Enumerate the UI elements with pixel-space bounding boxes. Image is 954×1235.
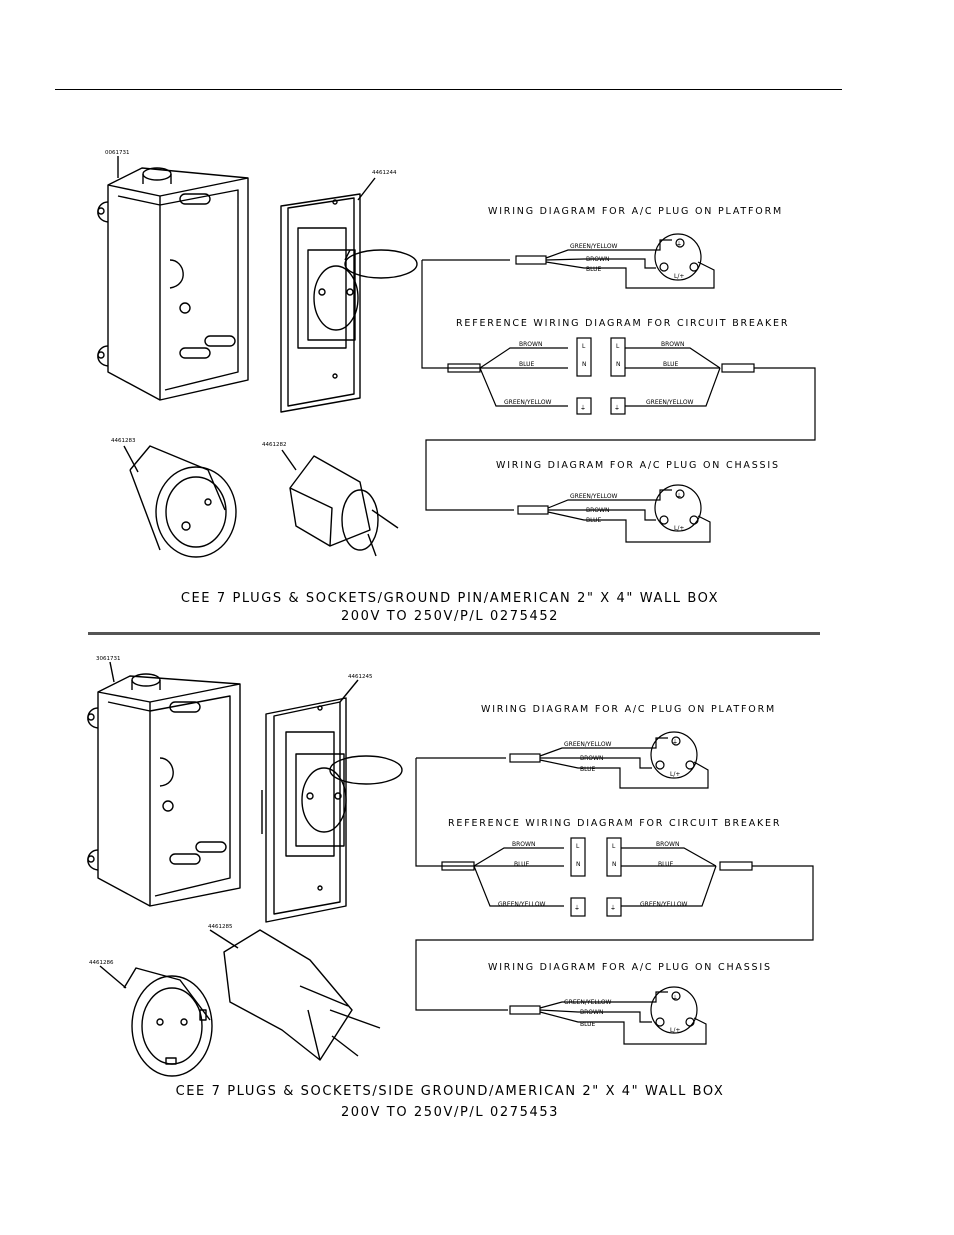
wall-box-illustration: [87, 673, 241, 907]
terminal-n: N: [582, 361, 587, 368]
part-number-box: 3061731: [96, 656, 121, 662]
section-side-ground: 3061731 4461245 4461286 4461285: [0, 610, 954, 1130]
connector-plug-illustration: [223, 929, 381, 1061]
section-1-drawing: 0061731 4461244 4461283 4461282: [97, 150, 816, 558]
terminal-l: L: [582, 343, 586, 350]
platform-diagram-title: WIRING DIAGRAM FOR A/C PLUG ON PLATFORM: [481, 704, 776, 715]
receptacle-plate-illustration: [261, 697, 403, 923]
terminal-ground-symbol: ⏚: [610, 905, 616, 912]
section-divider: [88, 632, 820, 635]
terminal-n: N: [616, 361, 621, 368]
section-ground-pin: 0061731 4461244 4461283 4461282: [0, 110, 954, 630]
wire-label-live: BROWN: [586, 256, 609, 263]
terminal-n: N: [576, 861, 581, 868]
wire-label-ground: GREEN/YELLOW: [570, 243, 618, 250]
wire-label-neutral: BLUE: [658, 861, 674, 868]
terminal-n: N: [612, 861, 617, 868]
wall-box-illustration: [97, 167, 249, 401]
breaker-diagram-title: REFERENCE WIRING DIAGRAM FOR CIRCUIT BRE…: [456, 318, 789, 329]
part-number-socket: 4461286: [89, 960, 114, 966]
section-2-caption-line-1: CEE 7 PLUGS & SOCKETS/SIDE GROUND/AMERIC…: [175, 1084, 725, 1099]
chassis-diagram-title: WIRING DIAGRAM FOR A/C PLUG ON CHASSIS: [488, 962, 772, 973]
wire-label-ground: GREEN/YELLOW: [646, 399, 694, 406]
part-number-plug: 4461285: [208, 924, 233, 930]
receptacle-plate-illustration: [280, 193, 418, 413]
terminal-ground-symbol: ⏚: [676, 241, 682, 248]
wire-label-neutral: BLUE: [580, 1021, 596, 1028]
terminal-ground-symbol: ⏚: [580, 405, 586, 412]
wire-label-live: BROWN: [661, 341, 684, 348]
wire-label-live: BROWN: [519, 341, 542, 348]
connector-socket-illustration: [129, 445, 237, 558]
wire-label-neutral: BLUE: [586, 517, 602, 524]
breaker-diagram-title: REFERENCE WIRING DIAGRAM FOR CIRCUIT BRE…: [448, 818, 781, 829]
top-rule: [55, 89, 842, 90]
terminal-label-lplus: L/+: [674, 525, 684, 532]
terminal-label-lplus: L/+: [670, 771, 680, 778]
section-1-caption-line-1: CEE 7 PLUGS & SOCKETS/GROUND PIN/AMERICA…: [180, 591, 720, 606]
wire-label-live: BROWN: [656, 841, 679, 848]
wire-label-live: BROWN: [512, 841, 535, 848]
wire-label-neutral: BLUE: [514, 861, 530, 868]
terminal-ground-symbol: ⏚: [676, 493, 682, 500]
terminal-l: L: [576, 843, 580, 850]
wire-label-live: BROWN: [586, 507, 609, 514]
part-number-receptacle: 4461245: [348, 674, 373, 680]
section-2-caption-line-2: 200V TO 250V/P/L 0275453: [340, 1105, 560, 1120]
wire-label-neutral: BLUE: [580, 766, 596, 773]
part-number-receptacle: 4461244: [372, 170, 397, 176]
terminal-label-lplus: L/+: [674, 273, 684, 280]
connector-socket-illustration: [123, 967, 213, 1077]
terminal-ground-symbol: ⏚: [672, 995, 678, 1002]
part-number-plug: 4461282: [262, 442, 287, 448]
wire-label-live: BROWN: [580, 1009, 603, 1016]
part-number-box: 0061731: [105, 150, 130, 156]
terminal-ground-symbol: ⏚: [614, 405, 620, 412]
wire-label-ground: GREEN/YELLOW: [570, 493, 618, 500]
wire-label-neutral: BLUE: [663, 361, 679, 368]
section-2-drawing: 3061731 4461245 4461286 4461285: [87, 656, 814, 1077]
wire-label-ground: GREEN/YELLOW: [564, 999, 612, 1006]
terminal-ground-symbol: ⏚: [672, 739, 678, 746]
part-number-socket: 4461283: [111, 438, 136, 444]
section-1-caption-line-2: 200V TO 250V/P/L 0275452: [340, 609, 560, 624]
wire-label-ground: GREEN/YELLOW: [564, 741, 612, 748]
terminal-l: L: [616, 343, 620, 350]
wire-label-ground: GREEN/YELLOW: [640, 901, 688, 908]
connector-plug-illustration: [289, 455, 399, 557]
wire-label-neutral: BLUE: [586, 266, 602, 273]
terminal-ground-symbol: ⏚: [574, 905, 580, 912]
wire-label-live: BROWN: [580, 755, 603, 762]
wire-label-ground: GREEN/YELLOW: [498, 901, 546, 908]
wire-label-ground: GREEN/YELLOW: [504, 399, 552, 406]
wire-label-neutral: BLUE: [519, 361, 535, 368]
terminal-l: L: [612, 843, 616, 850]
platform-diagram-title: WIRING DIAGRAM FOR A/C PLUG ON PLATFORM: [488, 206, 783, 217]
terminal-label-lplus: L/+: [670, 1027, 680, 1034]
chassis-diagram-title: WIRING DIAGRAM FOR A/C PLUG ON CHASSIS: [496, 460, 780, 471]
